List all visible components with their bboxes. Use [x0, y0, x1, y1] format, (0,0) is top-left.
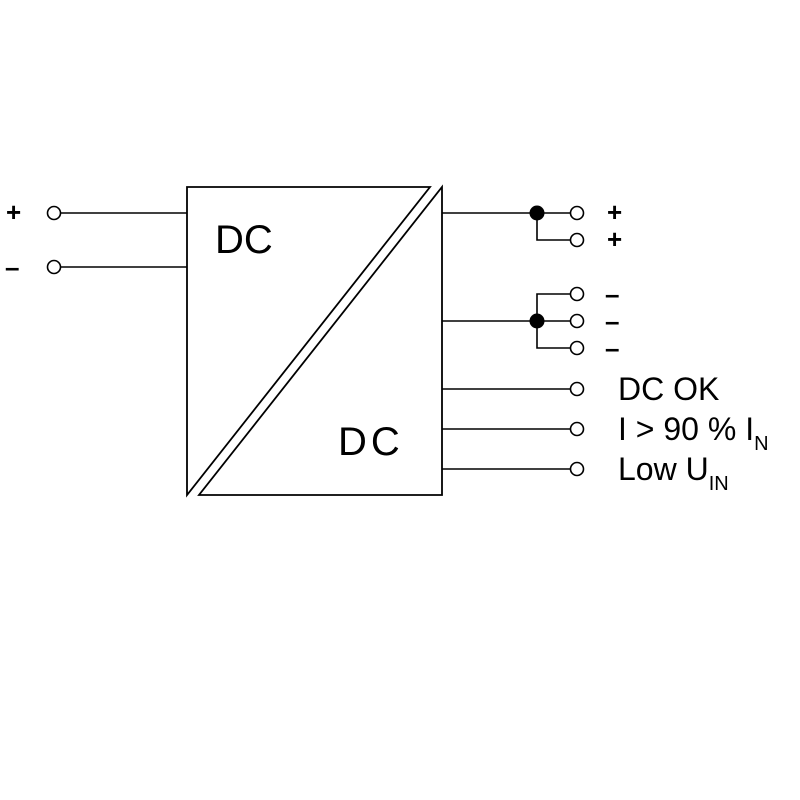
output-plus-sign-1: +	[607, 197, 622, 227]
signal-current-label: I > 90 % IN	[618, 411, 769, 455]
output-minus-terminal-2[interactable]	[569, 313, 585, 329]
signal-dc-ok-label: DC OK	[618, 371, 719, 407]
input-plus-sign: +	[6, 197, 21, 227]
output-positive-group: + +	[442, 197, 622, 254]
output-plus-sign-2: +	[607, 224, 622, 254]
block-left-half	[186, 186, 432, 498]
signal-low-uin: Low UIN	[442, 451, 729, 495]
output-minus-sign-2: –	[605, 306, 619, 336]
output-plus-junction	[529, 205, 545, 221]
output-minus-terminal-3[interactable]	[569, 340, 585, 356]
input-minus-terminal[interactable]	[46, 259, 62, 275]
signal-current-terminal[interactable]	[569, 421, 585, 437]
input-minus: –	[5, 252, 187, 282]
output-negative-group: – – –	[442, 279, 619, 363]
signal-low-uin-text: Low U	[618, 451, 709, 487]
signal-current: I > 90 % IN	[442, 411, 769, 455]
input-dc-label: DC	[215, 218, 273, 262]
output-plus-terminal-1[interactable]	[569, 205, 585, 221]
block-right-half	[197, 184, 443, 496]
signal-dc-ok: DC OK	[442, 371, 719, 407]
output-plus-branch	[536, 213, 571, 241]
input-plus: +	[6, 197, 187, 227]
output-minus-terminal-1[interactable]	[569, 286, 585, 302]
output-dc-label: DC	[338, 420, 404, 464]
signal-low-uin-subscript: IN	[709, 473, 729, 495]
output-minus-sign-1: –	[605, 279, 619, 309]
signal-low-uin-terminal[interactable]	[569, 461, 585, 477]
output-minus-junction	[529, 313, 545, 329]
signal-low-uin-label: Low UIN	[618, 451, 729, 495]
output-minus-sign-3: –	[605, 333, 619, 363]
signal-dc-ok-text: DC OK	[618, 371, 719, 407]
signal-current-text: I > 90 % I	[618, 411, 754, 447]
converter-block: DC DC	[186, 184, 443, 498]
signal-current-subscript: N	[754, 433, 768, 455]
signal-dc-ok-terminal[interactable]	[569, 381, 585, 397]
input-minus-sign: –	[5, 252, 19, 282]
output-plus-terminal-2[interactable]	[569, 232, 585, 248]
input-plus-terminal[interactable]	[46, 205, 62, 221]
